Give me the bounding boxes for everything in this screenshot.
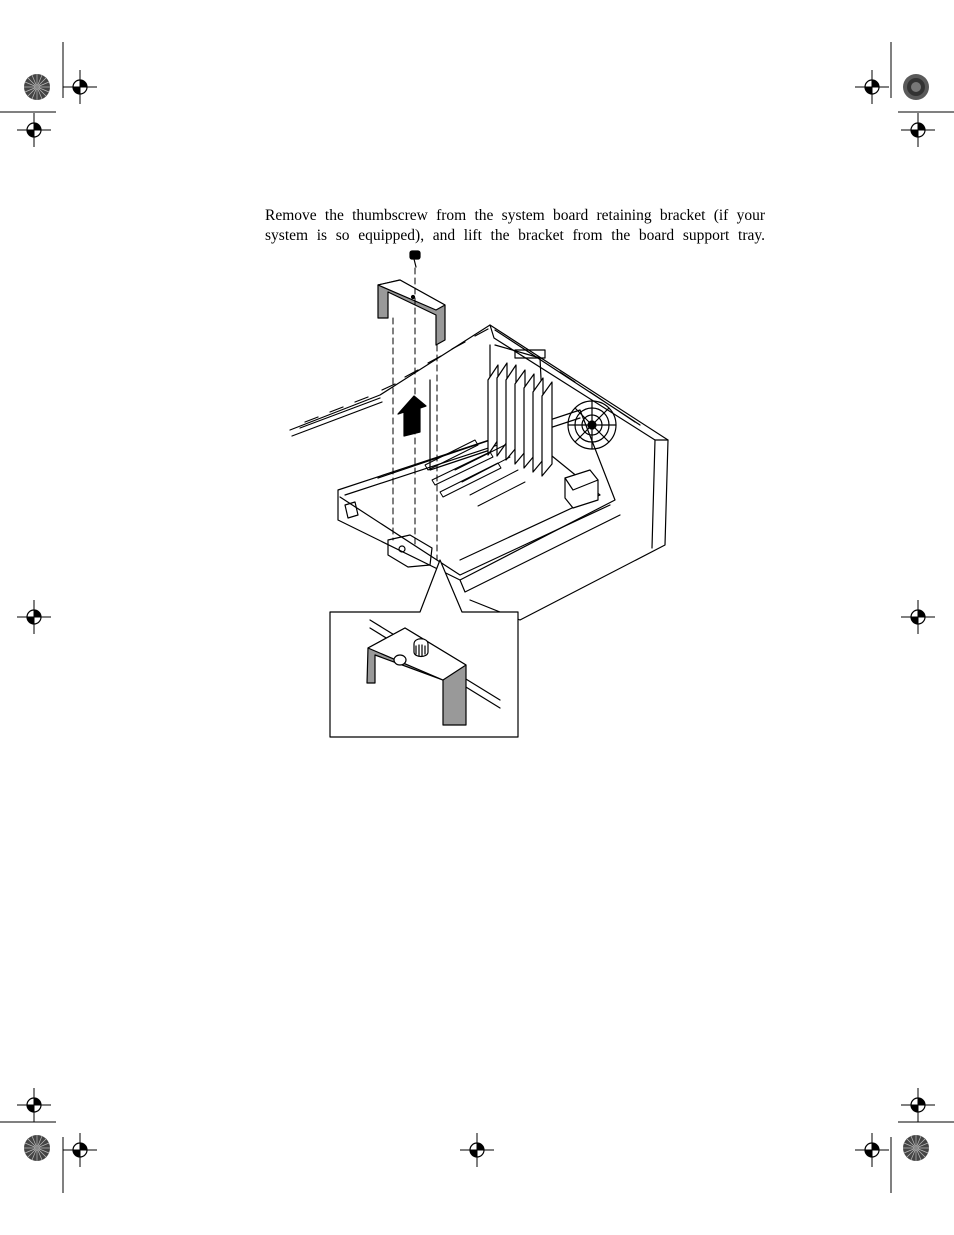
retaining-bracket-icon (377, 279, 446, 346)
instruction-text: Remove the thumbscrew from the system bo… (265, 206, 765, 244)
bracket-removal-illustration (289, 250, 669, 738)
expansion-cards (487, 362, 553, 477)
lift-arrow-icon (397, 395, 427, 437)
color-bar-icon (23, 1134, 51, 1162)
board-connectors (424, 439, 526, 507)
color-bar-icon (23, 73, 51, 101)
detail-inset (329, 559, 519, 738)
fan-icon (567, 400, 617, 450)
power-connector (564, 469, 599, 509)
chassis-icon (289, 324, 669, 621)
color-bar-icon (903, 74, 929, 100)
color-bar-icon (902, 1134, 930, 1162)
thumbscrew-icon (409, 250, 421, 268)
